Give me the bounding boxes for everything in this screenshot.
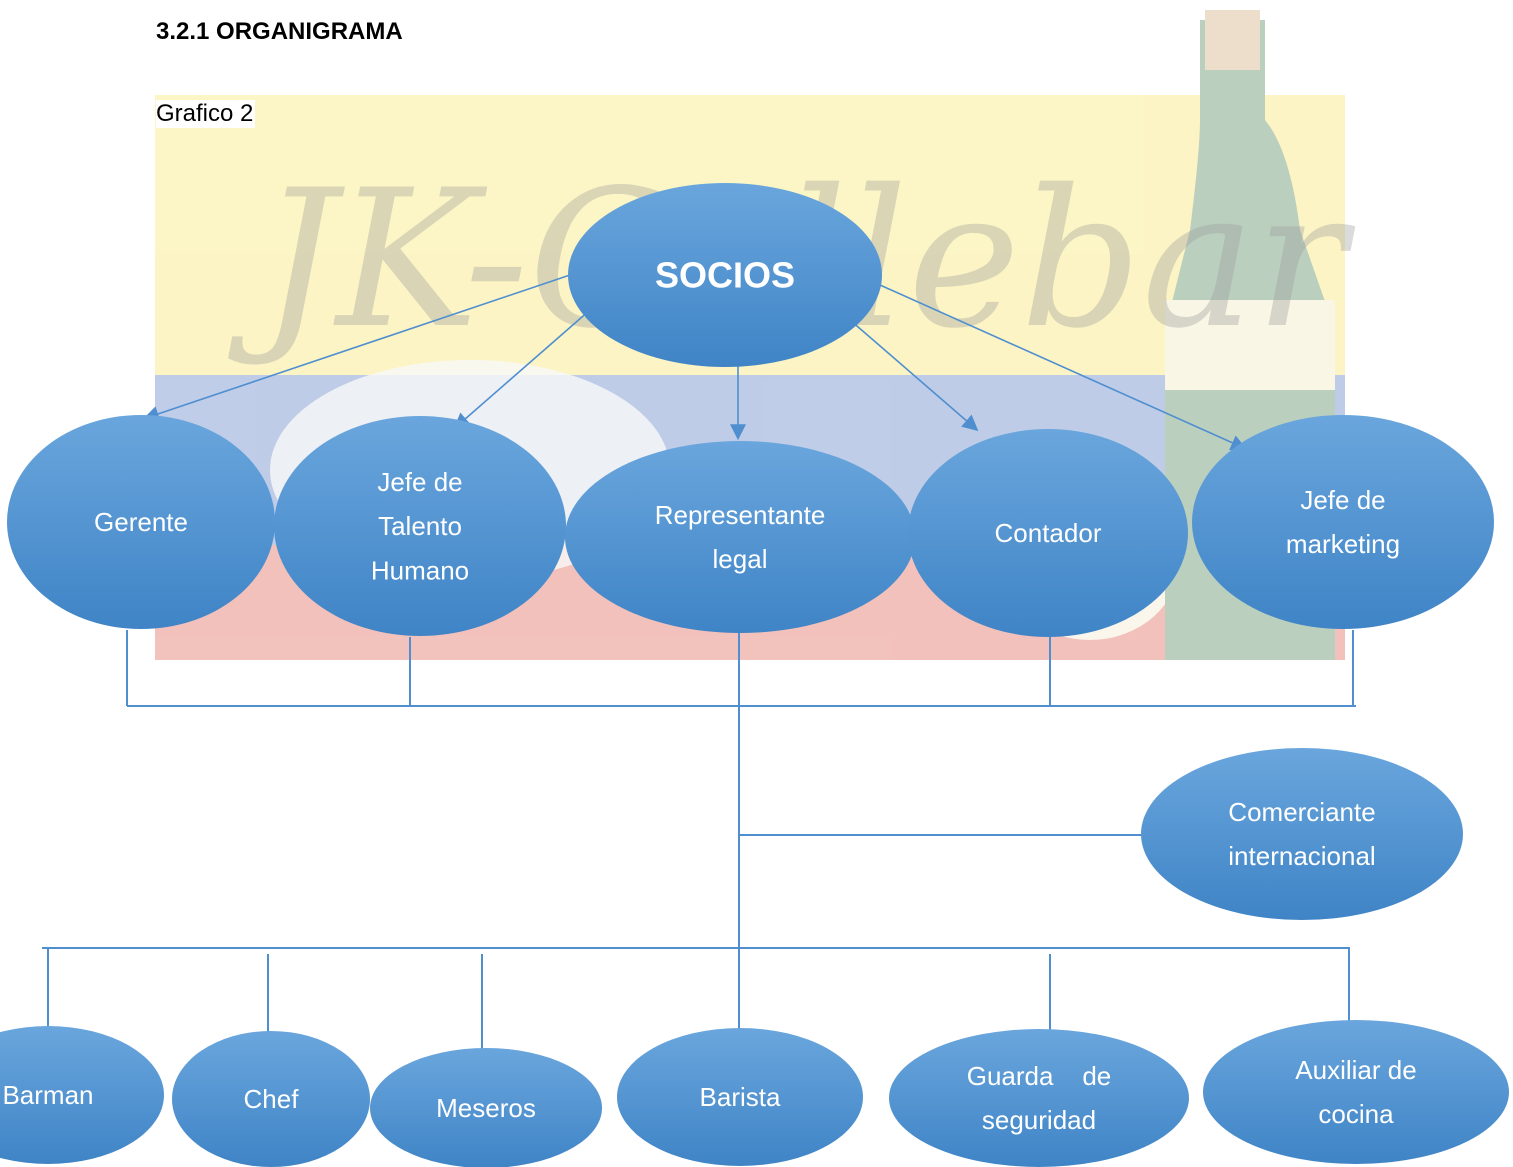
node-jefe-talento-label: Talento bbox=[378, 511, 462, 541]
node-socios: SOCIOS bbox=[568, 183, 882, 367]
node-representante-label: legal bbox=[713, 544, 768, 574]
arrow-socios-jefe-marketing bbox=[879, 284, 1247, 451]
node-contador-shape bbox=[908, 429, 1188, 637]
node-jefe-talento-label: Jefe de bbox=[377, 467, 462, 497]
node-barman: Barman bbox=[0, 1026, 164, 1164]
node-representante-label: Representante bbox=[655, 500, 826, 530]
section-heading: 3.2.1 ORGANIGRAMA bbox=[156, 18, 403, 45]
node-auxiliar-label: cocina bbox=[1318, 1099, 1394, 1129]
node-comerciante-label: internacional bbox=[1228, 841, 1375, 871]
node-comerciante: Comerciante internacional bbox=[1141, 748, 1463, 920]
node-auxiliar: Auxiliar de cocina bbox=[1203, 1020, 1509, 1164]
node-chef-label: Chef bbox=[244, 1084, 300, 1114]
arrow-socios-contador bbox=[849, 319, 979, 432]
node-jefe-marketing-shape bbox=[1192, 415, 1494, 629]
connector-lines bbox=[42, 630, 1356, 1052]
node-gerente-label: Gerente bbox=[94, 507, 188, 537]
node-barista-label: Barista bbox=[700, 1082, 781, 1112]
node-gerente-shape bbox=[7, 415, 275, 629]
node-barista-shape bbox=[617, 1028, 863, 1166]
node-representante-shape bbox=[565, 441, 915, 633]
node-jefe-talento-label: Humano bbox=[371, 555, 469, 585]
node-jefe-marketing: Jefe de marketing bbox=[1192, 415, 1494, 629]
arrow-socios-gerente bbox=[142, 274, 571, 422]
node-auxiliar-shape bbox=[1203, 1020, 1509, 1164]
node-guarda-shape bbox=[889, 1029, 1189, 1167]
arrows-from-socios bbox=[142, 274, 1247, 451]
node-comerciante-label: Comerciante bbox=[1228, 797, 1375, 827]
node-meseros-shape bbox=[370, 1048, 602, 1167]
node-auxiliar-label: Auxiliar de bbox=[1295, 1055, 1416, 1085]
node-chef-shape bbox=[172, 1031, 370, 1167]
node-socios-shape bbox=[568, 183, 882, 367]
node-contador-label: Contador bbox=[995, 518, 1102, 548]
node-jefe-talento-shape bbox=[274, 416, 566, 636]
node-jefe-marketing-label: marketing bbox=[1286, 529, 1400, 559]
node-barman-shape bbox=[0, 1026, 164, 1164]
node-jefe-marketing-label: Jefe de bbox=[1300, 485, 1385, 515]
node-guarda: Guarda de seguridad bbox=[889, 1029, 1189, 1167]
node-meseros-label: Meseros bbox=[436, 1093, 536, 1123]
node-barista: Barista bbox=[617, 1028, 863, 1166]
node-representante: Representante legal bbox=[565, 441, 915, 633]
node-socios-label: SOCIOS bbox=[655, 255, 795, 296]
arrow-socios-jefe-talento bbox=[453, 309, 591, 430]
node-chef: Chef bbox=[172, 1031, 370, 1167]
node-contador: Contador bbox=[908, 429, 1188, 637]
node-barman-label: Barman bbox=[2, 1080, 93, 1110]
node-guarda-label: Guarda de bbox=[967, 1061, 1112, 1091]
figure-caption: Grafico 2 bbox=[156, 100, 256, 128]
node-guarda-label: seguridad bbox=[982, 1105, 1096, 1135]
node-meseros: Meseros bbox=[370, 1048, 602, 1167]
node-comerciante-shape bbox=[1141, 748, 1463, 920]
node-gerente: Gerente bbox=[7, 415, 275, 629]
